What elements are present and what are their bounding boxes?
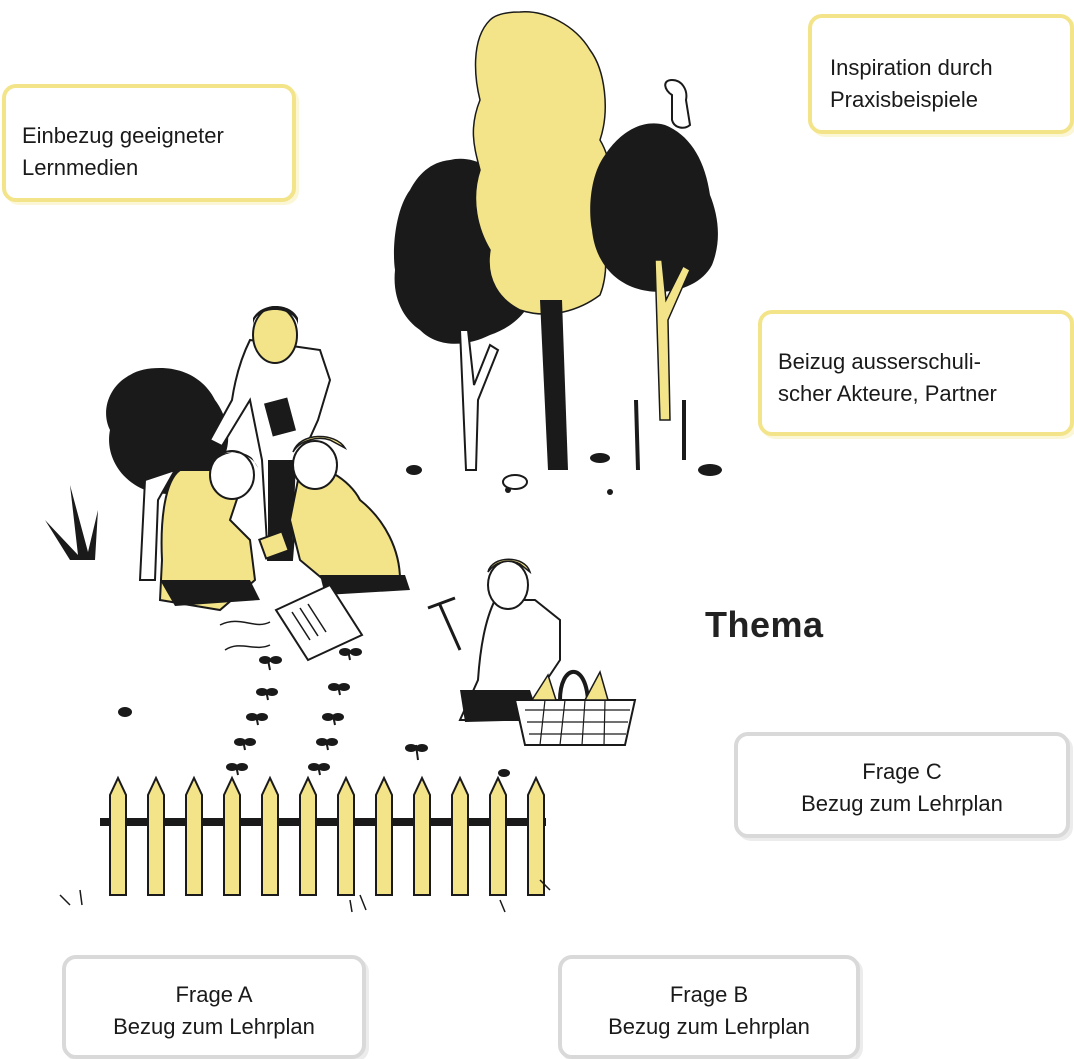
stone-icon	[503, 475, 527, 489]
label-frage-a-line1: Frage A	[66, 979, 362, 1011]
tree-trunk-center-icon	[540, 300, 568, 470]
tree-trunk-left-icon	[460, 330, 498, 470]
people-group-icon	[160, 306, 410, 660]
label-lernmedien-line2: Lernmedien	[22, 152, 292, 184]
teacher-head-icon	[253, 307, 297, 363]
label-ausserschulisch-line1: Beizug ausserschuli-	[778, 346, 1070, 378]
label-frage-c-line1: Frage C	[738, 756, 1066, 788]
fence-icon	[60, 778, 550, 912]
label-frage-b-line1: Frage B	[562, 979, 856, 1011]
label-box-lernmedien: Einbezug geeigneter Lernmedien	[2, 84, 296, 202]
label-box-praxis: Inspiration durch Praxisbeispiele	[808, 14, 1074, 134]
dirt-clump-icon	[118, 707, 132, 717]
label-box-frage-c: Frage C Bezug zum Lehrplan	[734, 732, 1070, 838]
label-lernmedien-line1: Einbezug geeigneter	[22, 120, 292, 152]
label-praxis-line2: Praxisbeispiele	[830, 84, 1070, 116]
label-box-ausserschulisch: Beizug ausserschuli- scher Akteure, Part…	[758, 310, 1074, 436]
label-box-frage-b: Frage B Bezug zum Lehrplan	[558, 955, 860, 1059]
label-frage-a-line2: Bezug zum Lehrplan	[66, 1011, 362, 1043]
thema-title: Thema	[705, 604, 824, 646]
worksheet-icon	[276, 585, 362, 660]
label-box-frage-a: Frage A Bezug zum Lehrplan	[62, 955, 366, 1059]
label-frage-b-line2: Bezug zum Lehrplan	[562, 1011, 856, 1043]
label-ausserschulisch-line2: scher Akteure, Partner	[778, 378, 1070, 410]
black-tree-right-icon	[590, 123, 718, 291]
label-frage-c-line2: Bezug zum Lehrplan	[738, 788, 1066, 820]
agave-plant-icon	[45, 485, 98, 560]
dirt-clump-icon	[498, 769, 510, 777]
yellow-tree-icon	[473, 12, 610, 314]
tree-group-icon	[394, 12, 722, 495]
hoe-icon	[428, 598, 460, 650]
gardener-icon	[428, 559, 635, 745]
bird-icon	[665, 80, 690, 128]
label-praxis-line1: Inspiration durch	[830, 52, 1070, 84]
